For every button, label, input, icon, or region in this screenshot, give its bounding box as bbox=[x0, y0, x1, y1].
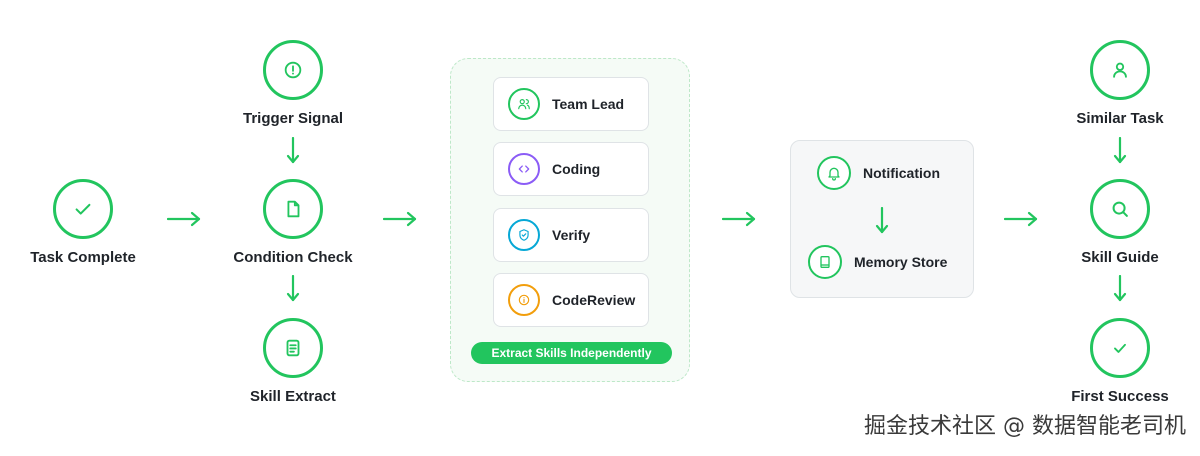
down-arrow bbox=[286, 275, 300, 302]
notification-label: Notification bbox=[863, 165, 940, 181]
similar-task-label: Similar Task bbox=[1076, 110, 1164, 127]
search-icon bbox=[1090, 179, 1150, 239]
trigger-signal-node: Trigger Signal bbox=[213, 40, 373, 127]
down-arrow bbox=[1113, 275, 1127, 302]
condition-check-node: Condition Check bbox=[213, 179, 373, 266]
down-arrow bbox=[875, 207, 889, 234]
memory-store-row: Memory Store bbox=[808, 245, 947, 279]
skills-panel: Team Lead Coding Verify CodeReview Extra… bbox=[450, 58, 690, 382]
memory-panel: Notification Memory Store bbox=[790, 140, 974, 298]
down-arrow bbox=[286, 137, 300, 164]
down-arrow bbox=[1113, 137, 1127, 164]
skill-card-label: Team Lead bbox=[552, 96, 625, 112]
watermark: 掘金技术社区 @ 数据智能老司机 bbox=[864, 414, 1186, 439]
skill-card-label: Coding bbox=[552, 161, 601, 177]
skill-guide-node: Skill Guide bbox=[1040, 179, 1200, 266]
list-document-icon bbox=[263, 318, 323, 378]
skill-card-verify: Verify bbox=[493, 208, 649, 262]
document-icon bbox=[263, 179, 323, 239]
check-icon bbox=[53, 179, 113, 239]
skill-extract-node: Skill Extract bbox=[213, 318, 373, 405]
task-complete-node: Task Complete bbox=[3, 179, 163, 266]
users-icon bbox=[508, 88, 540, 120]
skill-card-coding: Coding bbox=[493, 142, 649, 196]
right-arrow bbox=[722, 211, 756, 227]
first-success-node: First Success bbox=[1040, 318, 1200, 405]
skill-extract-label: Skill Extract bbox=[250, 388, 336, 405]
skill-guide-label: Skill Guide bbox=[1081, 249, 1159, 266]
skill-card-team-lead: Team Lead bbox=[493, 77, 649, 131]
task-complete-label: Task Complete bbox=[30, 249, 136, 266]
trigger-signal-label: Trigger Signal bbox=[242, 110, 344, 127]
memory-store-label: Memory Store bbox=[854, 254, 948, 270]
skill-card-codereview: CodeReview bbox=[493, 273, 649, 327]
code-icon bbox=[508, 153, 540, 185]
skill-card-label: CodeReview bbox=[552, 292, 636, 308]
notification-row: Notification bbox=[817, 156, 940, 190]
right-arrow bbox=[383, 211, 417, 227]
first-success-label: First Success bbox=[1071, 388, 1169, 405]
book-icon bbox=[808, 245, 842, 279]
skill-card-label: Verify bbox=[552, 227, 591, 243]
user-icon bbox=[1090, 40, 1150, 100]
condition-check-label: Condition Check bbox=[233, 249, 353, 266]
extract-skills-badge: Extract Skills Independently bbox=[471, 342, 672, 364]
info-icon bbox=[508, 284, 540, 316]
bell-icon bbox=[817, 156, 851, 190]
right-arrow bbox=[167, 211, 201, 227]
shield-check-icon bbox=[508, 219, 540, 251]
similar-task-node: Similar Task bbox=[1040, 40, 1200, 127]
alert-circle-icon bbox=[263, 40, 323, 100]
right-arrow bbox=[1004, 211, 1038, 227]
check-icon bbox=[1090, 318, 1150, 378]
